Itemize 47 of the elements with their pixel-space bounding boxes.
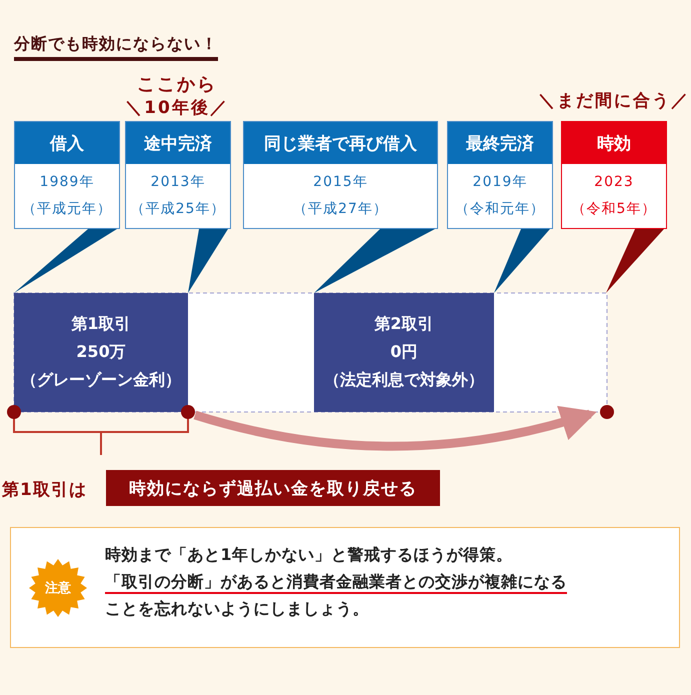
timeline-dot bbox=[181, 405, 195, 419]
date-card bbox=[447, 121, 553, 229]
callout-text: ＼10年後／ bbox=[124, 97, 230, 119]
note-text: 時効まで「あと1年しかない」と警戒するほうが得策。 bbox=[105, 544, 514, 566]
year-text: 2015年 bbox=[313, 173, 368, 192]
era-text: （平成元年） bbox=[22, 200, 112, 219]
year-text: 2019年 bbox=[472, 173, 528, 192]
date-card bbox=[125, 121, 231, 229]
callout-text: ＼まだ間に合う／ bbox=[538, 90, 688, 112]
transaction-text: 250万 bbox=[76, 342, 126, 363]
date-card bbox=[243, 121, 438, 229]
transaction-text: 0円 bbox=[390, 342, 418, 363]
arrow bbox=[194, 405, 597, 451]
note-box bbox=[10, 527, 680, 648]
warning-badge: 注意 bbox=[29, 559, 87, 617]
title: 分断でも時効にならない！ bbox=[14, 34, 218, 61]
year-text: 1989年 bbox=[40, 173, 94, 192]
callout-pointer bbox=[494, 229, 550, 293]
date-card bbox=[561, 121, 667, 229]
card-heading: 最終完済 bbox=[448, 122, 552, 164]
transaction-text: 第2取引 bbox=[374, 314, 434, 335]
callout-pointer bbox=[188, 229, 228, 293]
card-heading: 時効 bbox=[562, 122, 666, 164]
result-banner: 時効にならず過払い金を取り戻せる bbox=[106, 470, 440, 506]
era-text: （令和元年） bbox=[455, 200, 545, 219]
year-text: 2023 bbox=[594, 173, 634, 192]
transaction-block bbox=[314, 293, 494, 412]
era-text: （平成25年） bbox=[130, 200, 226, 219]
callout-pointer bbox=[314, 229, 435, 293]
transaction-text: 第1取引 bbox=[71, 314, 131, 335]
caption-text: 第1取引は bbox=[2, 479, 87, 501]
date-card bbox=[14, 121, 120, 229]
timeline-dot bbox=[7, 405, 21, 419]
card-heading: 途中完済 bbox=[126, 122, 230, 164]
transaction-block bbox=[14, 293, 188, 412]
card-heading: 同じ業者で再び借入 bbox=[244, 122, 437, 164]
transaction-text: （法定利息で対象外） bbox=[324, 370, 484, 391]
era-text: （平成27年） bbox=[293, 200, 388, 219]
timeline-dot bbox=[600, 405, 614, 419]
callout-pointer bbox=[14, 229, 117, 293]
transaction-text: （グレーゾーン金利） bbox=[21, 370, 181, 391]
card-heading: 借入 bbox=[15, 122, 119, 164]
note-text: 「取引の分断」があると消費者金融業者との交渉が複雑になることを忘れないようにしましょう。 bbox=[105, 571, 568, 620]
callout-text: ここから bbox=[136, 73, 218, 96]
callout-pointer bbox=[606, 229, 664, 293]
era-text: （令和5年） bbox=[572, 200, 656, 219]
year-text: 2013年 bbox=[150, 173, 206, 192]
